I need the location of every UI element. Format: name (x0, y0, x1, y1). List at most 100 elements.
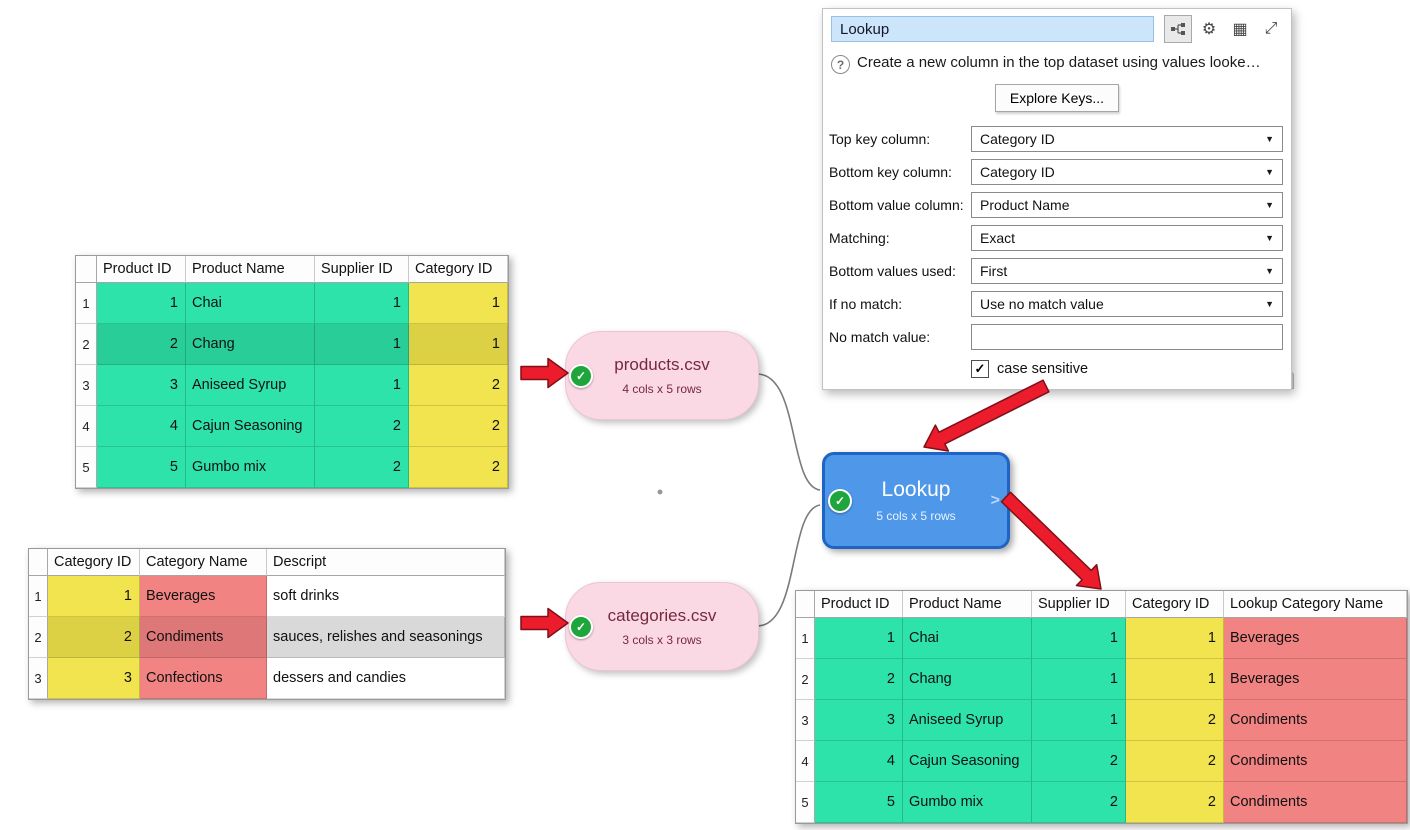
cell[interactable]: Beverages (1224, 618, 1407, 659)
cell[interactable]: Condiments (140, 617, 267, 658)
node-lookup[interactable]: ✓ Lookup 5 cols x 5 rows > (822, 452, 1010, 549)
cell[interactable]: 4 (815, 741, 903, 782)
cell[interactable]: Chai (903, 618, 1032, 659)
cell[interactable]: Condiments (1224, 741, 1407, 782)
cell[interactable]: 3 (97, 365, 186, 406)
cell[interactable]: 1 (97, 283, 186, 324)
cell[interactable]: Cajun Seasoning (186, 406, 315, 447)
cell[interactable]: 3 (815, 700, 903, 741)
cell[interactable]: Gumbo mix (186, 447, 315, 488)
cell[interactable]: 2 (409, 406, 508, 447)
column-header[interactable]: Category ID (1126, 591, 1224, 618)
field-no-match-value[interactable] (971, 323, 1283, 350)
cell[interactable]: 2 (315, 406, 409, 447)
table-icon[interactable]: ▦ (1232, 21, 1248, 38)
cell[interactable]: 5 (815, 782, 903, 823)
cell[interactable]: 5 (97, 447, 186, 488)
row-number[interactable]: 1 (796, 618, 815, 659)
case-sensitive-checkbox[interactable]: ✓ (971, 360, 989, 378)
gears-icon[interactable]: ⚙ (1201, 21, 1217, 38)
field-bottom-values-used[interactable]: First▼ (971, 257, 1283, 284)
column-header[interactable]: Product ID (97, 256, 186, 283)
node-products-csv[interactable]: ✓ products.csv 4 cols x 5 rows (565, 331, 759, 420)
cell[interactable]: Chang (186, 324, 315, 365)
field-if-no-match[interactable]: Use no match value▼ (971, 290, 1283, 317)
column-header[interactable]: Category Name (140, 549, 267, 576)
cell[interactable]: Beverages (1224, 659, 1407, 700)
row-number[interactable]: 3 (76, 365, 97, 406)
cell[interactable]: Condiments (1224, 782, 1407, 823)
expand-icon[interactable]: ⤢ (1264, 20, 1278, 37)
cell[interactable]: 1 (1032, 659, 1126, 700)
cell[interactable]: 1 (409, 283, 508, 324)
cell[interactable]: 1 (315, 365, 409, 406)
row-number[interactable]: 5 (796, 782, 815, 823)
cell[interactable]: Aniseed Syrup (903, 700, 1032, 741)
cell[interactable]: 1 (48, 576, 140, 617)
row-number[interactable]: 3 (29, 658, 48, 699)
cell[interactable]: Confections (140, 658, 267, 699)
row-number[interactable]: 1 (76, 283, 97, 324)
cell[interactable]: 2 (1032, 782, 1126, 823)
column-header[interactable]: Category ID (48, 549, 140, 576)
explore-keys-button[interactable]: Explore Keys... (994, 84, 1120, 112)
cell[interactable]: 2 (48, 617, 140, 658)
cell[interactable]: 1 (409, 324, 508, 365)
column-header[interactable]: Supplier ID (1032, 591, 1126, 618)
cell[interactable]: 1 (1126, 659, 1224, 700)
column-header[interactable]: Product ID (815, 591, 903, 618)
cell[interactable]: 2 (1032, 741, 1126, 782)
field-bottom-key-column[interactable]: Category ID▼ (971, 158, 1283, 185)
column-header[interactable]: Lookup Category Name (1224, 591, 1407, 618)
cell[interactable]: 2 (409, 447, 508, 488)
column-header[interactable]: Product Name (186, 256, 315, 283)
cell[interactable]: 2 (409, 365, 508, 406)
cell[interactable]: 1 (315, 324, 409, 365)
cell[interactable]: 1 (315, 283, 409, 324)
cell[interactable]: 1 (1126, 618, 1224, 659)
cell[interactable]: dessers and candies (267, 658, 505, 699)
cell[interactable]: 2 (1126, 700, 1224, 741)
cell[interactable]: 1 (815, 618, 903, 659)
row-number[interactable]: 4 (796, 741, 815, 782)
cell[interactable]: 2 (815, 659, 903, 700)
field-top-key-column[interactable]: Category ID▼ (971, 125, 1283, 152)
cell[interactable]: 2 (1126, 741, 1224, 782)
cell[interactable]: 4 (97, 406, 186, 447)
cell[interactable]: Condiments (1224, 700, 1407, 741)
row-number[interactable]: 2 (796, 659, 815, 700)
row-number[interactable]: 2 (76, 324, 97, 365)
cell[interactable]: soft drinks (267, 576, 505, 617)
column-header[interactable]: Product Name (903, 591, 1032, 618)
column-header[interactable]: Supplier ID (315, 256, 409, 283)
column-header[interactable]: Descript (267, 549, 505, 576)
cell[interactable]: 2 (315, 447, 409, 488)
cell[interactable]: Chai (186, 283, 315, 324)
flow-icon[interactable] (1164, 15, 1192, 43)
column-header[interactable]: Category ID (409, 256, 508, 283)
cell[interactable]: Chang (903, 659, 1032, 700)
transform-name-input[interactable]: Lookup (831, 16, 1154, 42)
cell[interactable]: 3 (48, 658, 140, 699)
row-number[interactable]: 1 (29, 576, 48, 617)
field-matching[interactable]: Exact▼ (971, 224, 1283, 251)
cell[interactable]: Gumbo mix (903, 782, 1032, 823)
node-categories-csv[interactable]: ✓ categories.csv 3 cols x 3 rows (565, 582, 759, 671)
row-number[interactable]: 5 (76, 447, 97, 488)
row-number[interactable]: 4 (76, 406, 97, 447)
cell[interactable]: Cajun Seasoning (903, 741, 1032, 782)
help-icon[interactable]: ? (831, 55, 850, 74)
cell[interactable]: 2 (1126, 782, 1224, 823)
cell[interactable]: 1 (1032, 618, 1126, 659)
cell[interactable]: Beverages (140, 576, 267, 617)
cell[interactable]: 1 (1032, 700, 1126, 741)
field-bottom-value-column[interactable]: Product Name▼ (971, 191, 1283, 218)
cell[interactable]: Aniseed Syrup (186, 365, 315, 406)
cell[interactable]: 2 (97, 324, 186, 365)
row-number[interactable]: 2 (29, 617, 48, 658)
cell[interactable]: sauces, relishes and seasonings (267, 617, 505, 658)
row-number[interactable]: 3 (796, 700, 815, 741)
